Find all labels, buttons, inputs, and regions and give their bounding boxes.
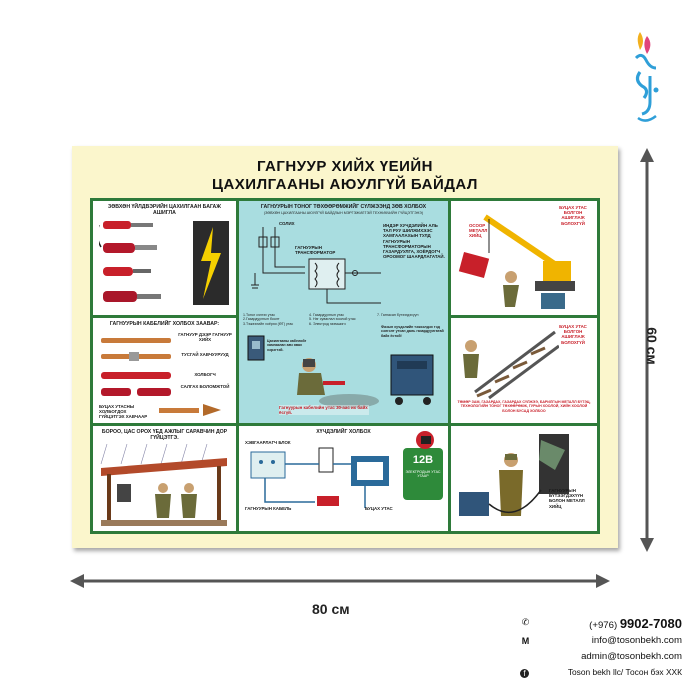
rail-bottom-note: ТӨМӨР ЗАМ, ГАЗАРДАХ, ГАЗАРДАХ СҮЛЖЭЭ, БА… (457, 400, 591, 413)
poster-frame: ЗӨВХӨН ҮЙЛДВЭРИЙН ЦАХИЛГААН БАГАЖ АШИГЛА… (90, 198, 600, 534)
panel-tools: ЗӨВХӨН ҮЙЛДВЭРИЙН ЦАХИЛГААН БАГАЖ АШИГЛА (93, 201, 236, 315)
cables-bottom-note: БУЦАХ УТАСНЫ ХОЛБОГДОХ ГҮЙЦЭТГЭХ ХАВЧААР (99, 404, 148, 420)
list-mid-item: 4. Газардуулгын утас (309, 313, 345, 317)
label-note-right: ИНДЭР ХУЧДЭЛИЙН АЛЬ ТАЛ РУУ ШИЛЖИХЭЭС ХА… (383, 223, 445, 260)
crane-red-note: БУЦАХ УТАС БОЛГОН АШИГЛАЖ БОЛОХГҮЙ (559, 205, 587, 226)
list-right: 7. Гагнасан бүтээгдэхүүн (377, 313, 447, 317)
width-dimension-arrow-icon (70, 574, 610, 588)
panel-connection-subtitle: (ЗӨВХӨН ЦАХИЛГААНЫ АЮУЛГҮЙ БАЙДЛЫН МЭРГЭ… (263, 211, 424, 215)
panel-rail: БУЦАХ УТАС БОЛГОН АШИГЛАЖ БОЛОХГҮЙ ТӨМӨР… (451, 318, 597, 423)
crane-label: ОСООР МЕТАЛЛ ХИЙЦ (469, 223, 488, 239)
voltage-circuit-icon (250, 447, 389, 508)
contact-email1-row: M info@tosonbekh.com (520, 635, 682, 649)
poster-title-line1: ГАГНУУР ХИЙХ ҮЕИЙН (256, 158, 434, 175)
list-left-item: 3.Тэжээлийн хоёрхи (ӨТ) утас (243, 321, 294, 326)
cables-item: ТУСГАЙ ХАВЧУУРУУД (181, 352, 229, 357)
worker-welding-icon (459, 434, 569, 516)
voltage-cable-label: ГАГНУУРЫН КАБЕЛЬ (245, 506, 292, 511)
welding-machine-icon (390, 354, 434, 405)
list-mid-item: 6. Электрод эзэмшигч (309, 321, 346, 326)
electrode-holders-icon (99, 221, 161, 302)
label-transformer: ГАГНУУРЫН ТРАНСФОРМАТОР (295, 245, 336, 256)
height-dimension-arrow-icon (640, 148, 654, 552)
list-mid: 4. Газардуулгын утас 5. Нэг суваглал хоо… (309, 313, 373, 326)
ground-note: Фазын хучдэлийн тэжээлдэх тэд сэлгэлт ут… (381, 325, 444, 338)
rail-track-icon (463, 330, 559, 400)
cable-connectors-icon (101, 338, 171, 396)
cables-item: ГАГНУУР ДЭЭР ГАГНУУР ХИЙХ (178, 332, 232, 343)
voltage-12v-value: 12В (412, 454, 434, 466)
list-left-item: 2.Газардуулгын боолт (243, 317, 280, 322)
voltage-return-label: БУЦАХ УТАС (365, 506, 393, 511)
panel-cables: ГАГНУУРЫН КАБЕЛИЙГ ХОЛБОХ ЗААВАР: ГАГНУУ… (93, 318, 236, 423)
label-solikh: СОЛИХ (279, 221, 295, 226)
cables-item: САЛГАХ БОЛОМЖТОЙ (180, 384, 230, 389)
facebook-icon: f (520, 669, 529, 678)
email-info[interactable]: info@tosonbekh.com (591, 635, 682, 646)
panel-voltage: ХҮЧДЭЛИЙГ ХОЛБОХ ХЭВГААРЛАГЧ БЛОК ГАГНУУ… (239, 426, 448, 531)
phone-number[interactable]: 9902-7080 (619, 616, 682, 631)
cables-item: ХОЛБОГЧ (194, 372, 216, 377)
panel-tools-title: ЗӨВХӨН ҮЙЛДВЭРИЙН ЦАХИЛГААН БАГАЖ АШИГЛА (108, 204, 221, 216)
panel-rain: БОРОО, ЦАС ОРОХ ҮЕД АЖЛЫГ САРАВЧИН ДОР Г… (93, 426, 236, 531)
cable-warning: Гагнуурын кабелийн утас 30-аас их байх ё… (279, 405, 369, 416)
width-dimension-label: 80 см (312, 601, 350, 617)
panel-crane: БУЦАХ УТАС БОЛГОН АШИГЛАЖ БОЛОХГҮЙ ОСООР… (451, 201, 597, 315)
hand-electrode-icon (416, 431, 434, 449)
list-left-item: 1.Тоног сэлгэх утас (243, 313, 275, 317)
circuit-diagram-icon (251, 227, 381, 304)
email-admin[interactable]: admin@tosonbekh.com (581, 651, 682, 662)
contact-phone-row: ✆ (+976) 9902-7080 (520, 616, 682, 631)
panel-voltage-title: ХҮЧДЭЛИЙГ ХОЛБОХ (316, 429, 371, 435)
switch-box-icon (247, 335, 265, 361)
brand-logo-icon (634, 32, 659, 122)
contact-facebook-row: f Toson bekh llc/ Тосон бэх ХХК (520, 667, 682, 681)
voltage-12v-note: ЭЛЕКТРОДЫН УТАС УГААР (405, 470, 441, 478)
voltage-12v-box: 12В ЭЛЕКТРОДЫН УТАС УГААР (403, 448, 443, 500)
panel-worker: ГАГНУУРЫН БҮТЭЭГДЭХҮҮН БОЛОН МЕТАЛЛ ХИЙЦ (451, 426, 597, 531)
shelter-scene-icon (100, 444, 227, 526)
facebook-link[interactable]: Toson bekh llc/ Тосон бэх ХХК (567, 667, 682, 677)
contact-email2-row: admin@tosonbekh.com (520, 651, 682, 665)
list-left: 1.Тоног сэлгэх утас 2.Газардуулгын боолт… (243, 313, 313, 326)
phone-prefix: (+976) (589, 620, 618, 631)
worker-note: ГАГНУУРЫН БҮТЭЭГДЭХҮҮН БОЛОН МЕТАЛЛ ХИЙЦ (549, 488, 585, 509)
height-dimension-label: 60 см (644, 327, 660, 365)
cable-note: Цахилгааны кабелийг хамгаалан авч явах х… (267, 339, 307, 352)
panel-connection: ГАГНУУРЫН ТОНОГ ТӨХӨӨРӨМЖИЙГ СҮЛЖЭЭНД ЗӨ… (239, 201, 448, 423)
clamp-icon (159, 404, 221, 416)
poster-title-line2: ЦАХИЛГААНЫ АЮУЛГҮЙ БАЙДАЛ (212, 176, 478, 193)
crane-scene-icon (458, 214, 575, 309)
welder-worker-icon (297, 358, 379, 408)
panel-connection-title: ГАГНУУРЫН ТОНОГ ТӨХӨӨРӨМЖИЙГ СҮЛЖЭЭНД ЗӨ… (260, 204, 427, 210)
voltage-block-label: ХЭВГААРЛАГЧ БЛОК (245, 440, 291, 445)
list-right-item: 7. Гагнасан бүтээгдэхүүн (377, 313, 419, 317)
lightning-hazard-icon (193, 221, 229, 305)
phone-icon: ✆ (521, 617, 530, 627)
rail-red-note: БУЦАХ УТАС БОЛГОН АШИГЛАЖ БОЛОХГҮЙ (559, 324, 587, 345)
mail-icon: M (521, 636, 530, 646)
panel-cables-title: ГАГНУУРЫН КАБЕЛИЙГ ХОЛБОХ ЗААВАР: (109, 321, 220, 327)
safety-poster: ГАГНУУР ХИЙХ ҮЕИЙН ЦАХИЛГААНЫ АЮУЛГҮЙ БА… (72, 146, 618, 548)
list-mid-item: 5. Нэг суваглал хоолой утас (309, 317, 356, 322)
panel-rain-title: БОРОО, ЦАС ОРОХ ҮЕД АЖЛЫГ САРАВЧИН ДОР Г… (101, 429, 228, 441)
